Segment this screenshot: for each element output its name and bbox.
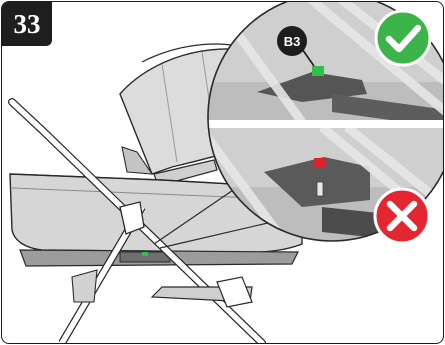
step-number: 33: [14, 9, 41, 40]
illustration: B3: [2, 2, 443, 343]
cross-icon: [375, 189, 429, 243]
part-label-text: B3: [284, 34, 301, 49]
checkmark-icon: [376, 11, 430, 65]
step-number-badge: 33: [2, 2, 52, 46]
